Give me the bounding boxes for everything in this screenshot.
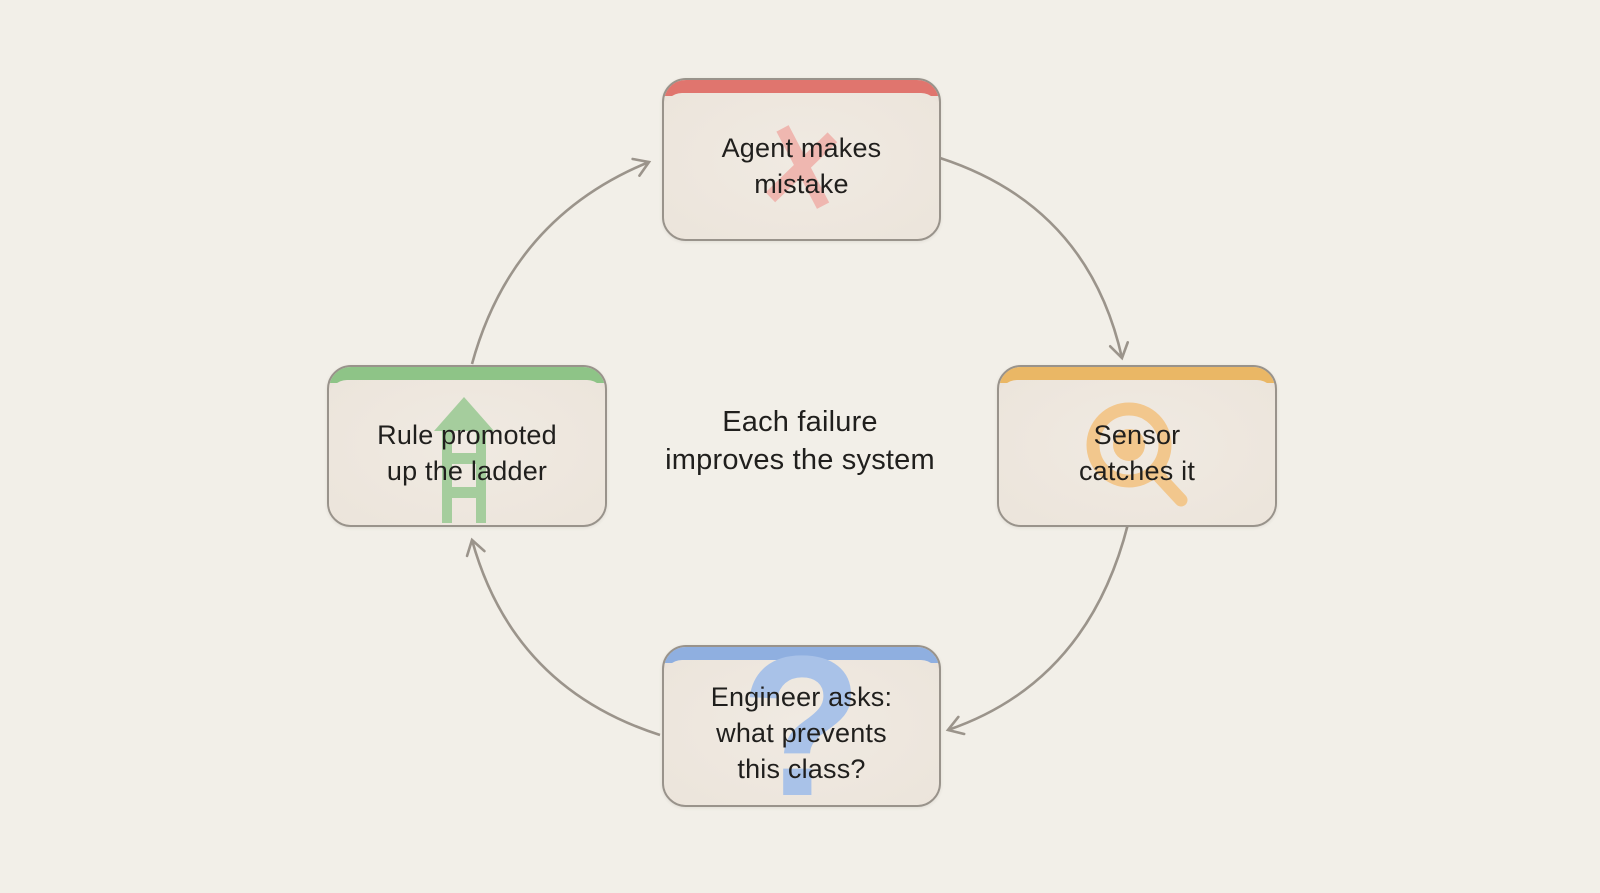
node-body: ? Engineer asks: what prevents this clas… xyxy=(664,647,939,805)
arrow-agent-to-sensor xyxy=(939,156,1130,361)
label-line: Sensor xyxy=(1093,419,1181,450)
node-label: Engineer asks: what prevents this class? xyxy=(711,679,892,787)
label-line: this class? xyxy=(737,753,866,784)
node-rule-promoted: Rule promoted up the ladder xyxy=(327,365,607,527)
node-label: Sensor catches it xyxy=(1079,417,1195,489)
label-line: what prevents xyxy=(716,717,887,748)
center-label: Each failure improves the system xyxy=(665,403,935,479)
arrow-engineer-to-rule xyxy=(465,537,661,737)
label-line: catches it xyxy=(1078,455,1196,486)
node-agent-makes-mistake: Agent makes mistake xyxy=(662,78,941,241)
center-label-line: Each failure xyxy=(722,406,878,438)
accent-bar-orange xyxy=(999,367,1275,383)
arrow-rule-to-agent xyxy=(470,157,652,365)
node-engineer-asks: ? Engineer asks: what prevents this clas… xyxy=(662,645,941,807)
label-line: Agent makes xyxy=(721,133,882,163)
accent-bar-green xyxy=(329,367,605,383)
center-label-line: improves the system xyxy=(665,444,935,476)
node-body: Rule promoted up the ladder xyxy=(329,380,605,525)
node-sensor-catches-it: Sensor catches it xyxy=(997,365,1277,527)
label-line: up the ladder xyxy=(386,455,548,486)
node-label: Rule promoted up the ladder xyxy=(377,417,557,489)
label-line: Engineer asks: xyxy=(710,681,893,712)
accent-bar-red xyxy=(664,80,939,96)
accent-bar-blue xyxy=(664,647,939,663)
arrow-sensor-to-engineer xyxy=(945,523,1130,736)
node-body: Sensor catches it xyxy=(999,380,1275,525)
node-body: Agent makes mistake xyxy=(664,93,939,239)
label-line: Rule promoted xyxy=(377,419,557,450)
label-line: mistake xyxy=(754,169,849,199)
node-label: Agent makes mistake xyxy=(722,130,882,202)
